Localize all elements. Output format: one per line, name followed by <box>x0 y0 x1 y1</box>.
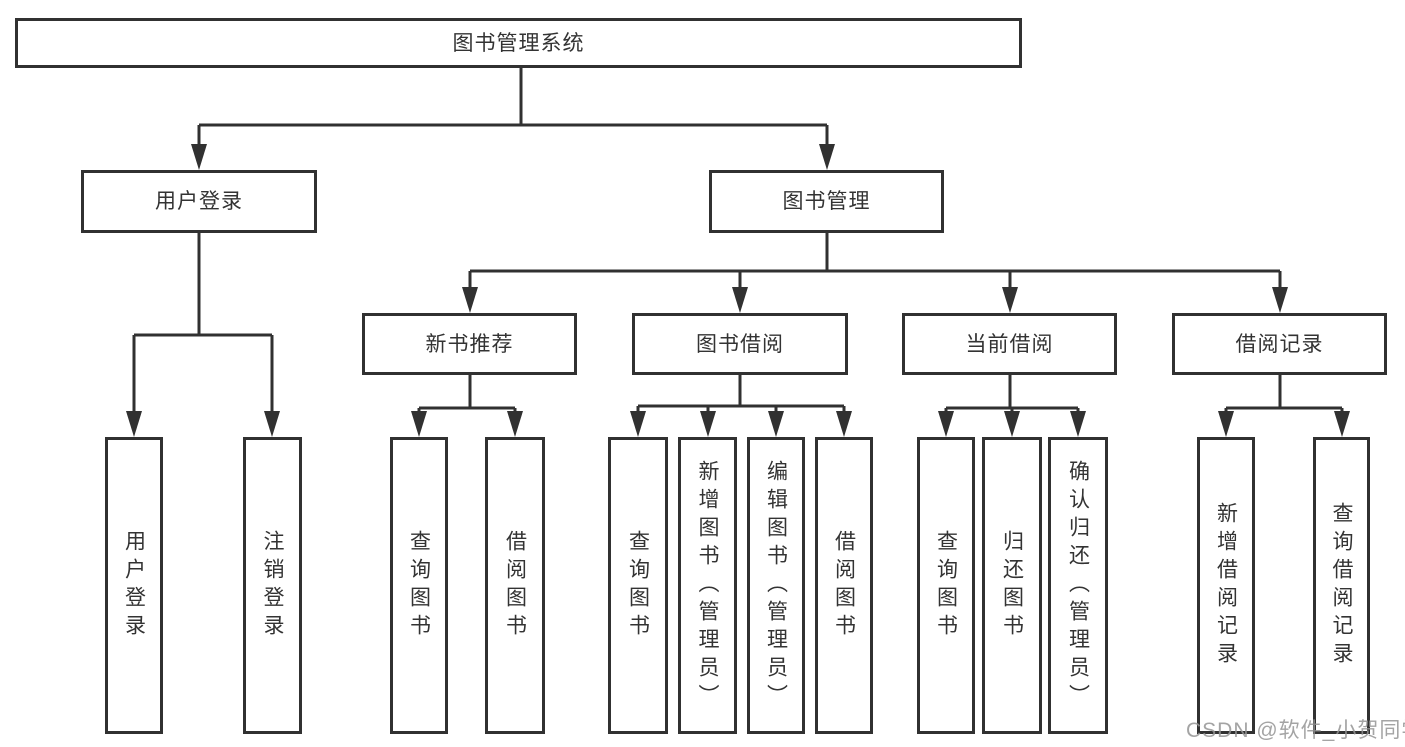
leaf-borrow-book: 借阅图书 <box>815 437 873 734</box>
leaf-query-borrow-record: 查询借阅记录 <box>1313 437 1370 734</box>
node-book-management-module: 图书管理 <box>709 170 944 233</box>
leaf-borrow-books-recommend: 借阅图书 <box>485 437 545 734</box>
tree-edges <box>132 68 1344 417</box>
leaf-edit-book-admin: 编辑图书（管理员） <box>747 437 805 734</box>
node-root-system: 图书管理系统 <box>15 18 1022 68</box>
csdn-watermark: CSDN @软件_小贺同学 <box>1186 719 1405 742</box>
arrowheads <box>126 144 1350 437</box>
node-book-borrowing: 图书借阅 <box>632 313 848 375</box>
leaf-confirm-return-admin: 确认归还（管理员） <box>1048 437 1108 734</box>
leaf-add-book-admin: 新增图书（管理员） <box>678 437 737 734</box>
leaf-query-books-current: 查询图书 <box>917 437 975 734</box>
leaf-return-book: 归还图书 <box>982 437 1042 734</box>
leaf-query-books-recommend: 查询图书 <box>390 437 448 734</box>
node-user-login-module: 用户登录 <box>81 170 317 233</box>
leaf-user-login: 用户登录 <box>105 437 163 734</box>
node-borrowing-records: 借阅记录 <box>1172 313 1387 375</box>
node-current-borrowing: 当前借阅 <box>902 313 1117 375</box>
node-new-book-recommend: 新书推荐 <box>362 313 577 375</box>
leaf-query-books-borrow: 查询图书 <box>608 437 668 734</box>
leaf-logout: 注销登录 <box>243 437 302 734</box>
leaf-add-borrow-record: 新增借阅记录 <box>1197 437 1255 734</box>
